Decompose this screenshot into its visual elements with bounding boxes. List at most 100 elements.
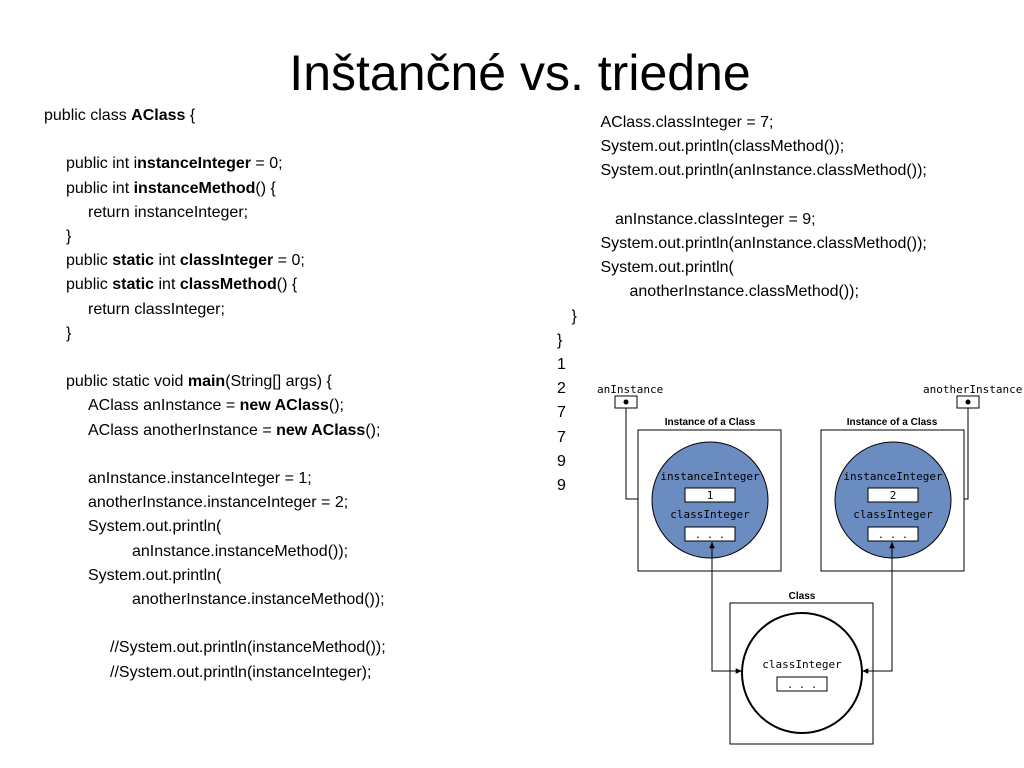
- field-label-classinteger-left: classInteger: [670, 508, 750, 521]
- code-text: public: [66, 276, 113, 294]
- code-line: System.out.println(: [601, 256, 734, 280]
- code-line: anInstance.classInteger = 9;: [615, 208, 816, 232]
- code-line: System.out.println(classMethod());: [601, 135, 845, 159]
- code-text: //System.out.println(instanceMethod());: [110, 639, 386, 657]
- code-text: AClass anotherInstance =: [88, 421, 277, 439]
- code-text: anInstance.classInteger = 9;: [615, 210, 816, 228]
- code-text: public: [66, 252, 113, 270]
- value-classinteger-class: . . .: [787, 680, 817, 691]
- code-line: System.out.println(: [88, 564, 221, 588]
- code-text: return classInteger;: [88, 300, 225, 318]
- code-text: }: [66, 228, 72, 245]
- ref-dot-anotherinstance: [965, 399, 971, 405]
- value-box-classinteger-left: [684, 526, 736, 542]
- code-line: public static int classMethod() {: [66, 273, 297, 297]
- code-keyword: new AClass: [276, 421, 366, 439]
- code-keyword: nstanceInteger: [137, 155, 251, 173]
- ref-dot-aninstance: [623, 399, 629, 405]
- memory-diagram: anInstance anotherInstance Instance of a…: [597, 383, 1022, 745]
- code-line: System.out.println(: [88, 515, 221, 539]
- code-text: {: [185, 107, 196, 124]
- field-label-instanceinteger-left: instanceInteger: [660, 470, 760, 483]
- code-text: AClass anInstance =: [88, 397, 240, 415]
- code-line: public int instanceInteger = 0;: [66, 152, 283, 176]
- field-label-classinteger-class: classInteger: [762, 658, 842, 671]
- code-line: System.out.println(anInstance.classMetho…: [601, 232, 927, 256]
- code-text: () {: [276, 276, 298, 294]
- code-keyword: instanceMethod: [133, 179, 256, 197]
- code-line: //System.out.println(instanceMethod());: [110, 636, 386, 660]
- code-text: //System.out.println(instanceInteger);: [110, 663, 372, 681]
- code-text: anotherInstance.instanceMethod());: [132, 591, 385, 608]
- value-box-instanceinteger-right: [867, 487, 919, 503]
- value-box-classinteger-right: [867, 526, 919, 542]
- class-circle: [741, 612, 863, 734]
- code-line: anotherInstance.classMethod());: [630, 280, 859, 304]
- code-text: () {: [255, 179, 276, 197]
- code-line: anInstance.instanceMethod());: [132, 540, 348, 564]
- ref-label-aninstance: anInstance: [597, 383, 663, 396]
- code-line: anInstance.instanceInteger = 1;: [88, 467, 312, 491]
- code-text: 9: [557, 452, 566, 470]
- value-box-instanceinteger-left: [684, 487, 736, 503]
- code-line: 9: [557, 450, 566, 474]
- code-line: return classInteger;: [88, 298, 225, 322]
- value-classinteger-right: . . .: [878, 530, 908, 541]
- code-text: int: [154, 252, 180, 270]
- code-text: anotherInstance.instanceInteger = 2;: [88, 494, 349, 512]
- code-line: 7: [557, 426, 566, 450]
- code-keyword: static: [112, 276, 155, 294]
- code-keyword: static: [112, 252, 155, 270]
- code-text: System.out.println(classMethod());: [600, 138, 845, 156]
- code-text: 9: [557, 477, 566, 494]
- code-line: return instanceInteger;: [88, 201, 248, 225]
- code-text: 2: [557, 380, 566, 398]
- code-text: }: [571, 307, 577, 325]
- code-text: System.out.println(anInstance.classMetho…: [600, 162, 927, 180]
- code-text: (String[] args) {: [225, 373, 332, 391]
- code-text: System.out.println(anInstance.classMetho…: [600, 235, 927, 252]
- code-line: }: [557, 329, 562, 353]
- code-text: = 0;: [273, 252, 305, 270]
- code-text: 1: [557, 356, 566, 373]
- code-text: System.out.println(: [88, 566, 222, 584]
- instance-box-title-left: Instance of a Class: [665, 417, 756, 428]
- code-text: int: [154, 276, 180, 294]
- code-text: anotherInstance.classMethod());: [629, 283, 859, 301]
- code-keyword: main: [187, 373, 226, 391]
- code-line: public int instanceMethod() {: [66, 177, 276, 201]
- value-classinteger-left: . . .: [695, 530, 725, 541]
- ref-label-anotherinstance: anotherInstance: [923, 383, 1022, 396]
- code-line: public static void main(String[] args) {: [66, 370, 332, 394]
- code-text: anInstance.instanceMethod());: [132, 542, 349, 560]
- code-line: 1: [557, 353, 566, 377]
- code-line: AClass.classInteger = 7;: [601, 111, 774, 135]
- code-text: public static void: [66, 373, 188, 391]
- code-keyword: classInteger: [179, 252, 274, 270]
- code-line: System.out.println(anInstance.classMetho…: [601, 159, 927, 183]
- slide-title: Inštančné vs. triedne: [289, 45, 751, 101]
- code-text: return instanceInteger;: [88, 203, 249, 221]
- code-line: 9: [557, 474, 566, 498]
- code-text: ();: [328, 397, 344, 415]
- code-text: 7: [557, 428, 566, 446]
- code-line: public class AClass {: [44, 104, 195, 128]
- code-text: }: [66, 324, 72, 342]
- code-keyword: new AClass: [239, 397, 329, 415]
- code-text: System.out.println(: [600, 259, 734, 277]
- code-text: 7: [557, 404, 566, 422]
- class-link-right: [862, 542, 895, 674]
- code-keyword: classMethod: [179, 276, 277, 294]
- code-text: anInstance.instanceInteger = 1;: [88, 470, 312, 487]
- code-line: }: [66, 322, 71, 346]
- code-line: }: [66, 225, 71, 249]
- code-line: AClass anInstance = new AClass();: [88, 394, 344, 418]
- code-line: AClass anotherInstance = new AClass();: [88, 419, 380, 443]
- field-label-instanceinteger-right: instanceInteger: [843, 470, 943, 483]
- code-text: AClass.classInteger = 7;: [600, 114, 774, 131]
- code-line: anotherInstance.instanceMethod());: [132, 588, 385, 612]
- code-text: }: [557, 331, 563, 349]
- code-keyword: AClass: [131, 107, 186, 124]
- code-line: 7: [557, 401, 566, 425]
- code-text: public class: [44, 107, 132, 124]
